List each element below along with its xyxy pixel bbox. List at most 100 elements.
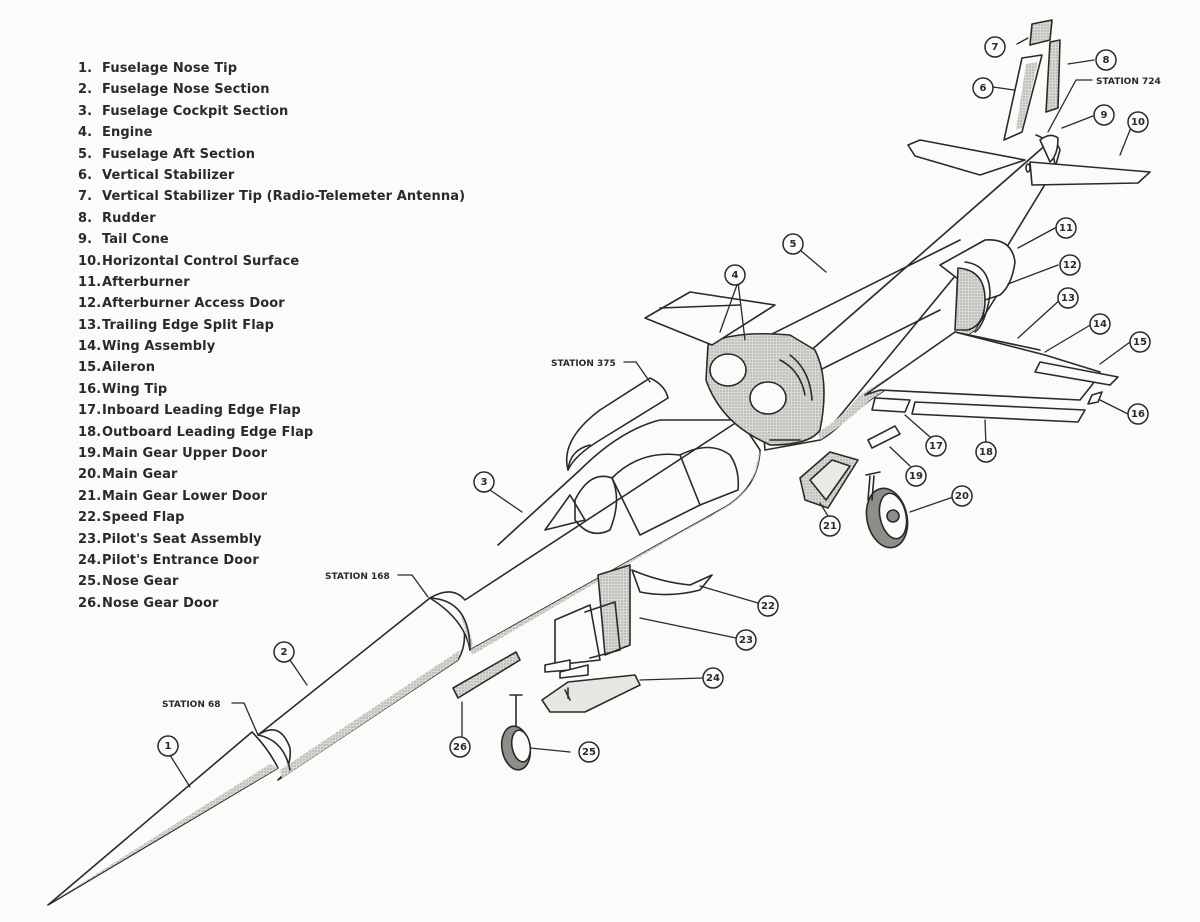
leader-lines [167, 37, 1133, 788]
callout-bubble [972, 77, 994, 99]
part-number: 23. [78, 531, 102, 547]
main-gear-upper-door [867, 425, 901, 449]
part-label: Trailing Edge Split Flap [102, 317, 275, 333]
part-label: Aileron [102, 360, 156, 376]
part-number: 14. [78, 339, 102, 355]
horizontal-control-surface-left [907, 139, 1026, 176]
horizontal-control-surface [1029, 161, 1151, 186]
part-number: 25. [78, 574, 102, 590]
part-number: 13. [78, 317, 102, 333]
part-number: 9. [78, 232, 93, 248]
part-number: 24. [78, 552, 102, 568]
tail-cone [1039, 134, 1059, 163]
part-label: Main Gear [102, 467, 178, 483]
callout-bubble [449, 736, 471, 758]
nose-gear-door [452, 651, 521, 699]
part-label: Vertical Stabilizer Tip (Radio-Telemeter… [102, 189, 466, 205]
rudder [1045, 39, 1061, 113]
nose-gear [500, 694, 532, 771]
part-number: 5. [78, 146, 93, 162]
part-number: 22. [78, 510, 102, 526]
pilots-seat-assembly [544, 564, 631, 679]
callout-number: 19 [909, 471, 923, 482]
part-label: Speed Flap [102, 510, 185, 526]
callout-number: 17 [929, 441, 943, 452]
parts-list-item: 13.Trailing Edge Split Flap [78, 315, 465, 336]
part-label: Inboard Leading Edge Flap [102, 403, 301, 419]
callout-number: 9 [1101, 110, 1108, 121]
callout-bubble [975, 441, 997, 463]
part-number: 20. [78, 467, 102, 483]
vertical-stabilizer-tip [1029, 19, 1053, 46]
main-gear [865, 471, 909, 549]
parts-list-item: 24.Pilot's Entrance Door [78, 550, 465, 571]
part-number: 10. [78, 253, 102, 269]
main-gear-lower-door [799, 451, 859, 509]
part-label: Rudder [102, 210, 156, 226]
parts-list-item: 3. Fuselage Cockpit Section [78, 101, 465, 122]
parts-list-item: 17.Inboard Leading Edge Flap [78, 400, 465, 421]
part-label: Fuselage Cockpit Section [102, 103, 289, 119]
callout-bubble [1095, 49, 1117, 71]
part-number: 1. [78, 61, 93, 76]
part-label: Outboard Leading Edge Flap [102, 424, 314, 440]
parts-list: 1. Fuselage Nose Tip 2. Fuselage Nose Secti… [78, 58, 465, 614]
callout-bubble [782, 233, 804, 255]
callout-number: 4 [732, 270, 739, 281]
callout-number: 3 [481, 477, 488, 488]
part-label: Main Gear Upper Door [102, 446, 268, 462]
wing-tip [1087, 391, 1103, 405]
part-label: Wing Assembly [102, 339, 216, 355]
callout-bubble [1129, 331, 1151, 353]
callout-bubble [702, 667, 724, 689]
parts-list-item: 22.Speed Flap [78, 507, 465, 528]
parts-list-item: 15.Aileron [78, 357, 465, 378]
callout-number: 26 [453, 742, 467, 753]
part-label: Pilot's Entrance Door [102, 552, 259, 568]
part-label: Fuselage Nose Section [102, 82, 270, 98]
parts-list-item: 5.Fuselage Aft Section [78, 144, 465, 165]
callout-bubble [1127, 111, 1149, 133]
parts-list-item: 4.Engine [78, 122, 465, 143]
part-label: Pilot's Seat Assembly [102, 531, 262, 547]
parts-list-item: 14.Wing Assembly [78, 336, 465, 357]
callout-number: 24 [706, 673, 720, 684]
part-number: 6. [78, 167, 93, 183]
callout-number: 14 [1093, 319, 1107, 330]
station-168-label: STATION 168 [325, 572, 390, 582]
part-number: 7. [78, 189, 93, 205]
part-number: 11. [78, 274, 102, 290]
callout-bubble [273, 641, 295, 663]
parts-list-item: 1. Fuselage Nose Tip [78, 58, 465, 79]
callout-bubble [951, 485, 973, 507]
fuselage-cockpit-section [429, 377, 761, 655]
callout-number: 23 [739, 635, 753, 646]
part-number: 3. [78, 103, 93, 119]
part-number: 21. [78, 488, 102, 504]
fuselage-nose-tip [47, 731, 279, 906]
part-number: 4. [78, 125, 93, 141]
callout-number: 6 [980, 83, 987, 94]
engine [705, 332, 825, 446]
callout-bubble [1059, 254, 1081, 276]
callout-number: 16 [1131, 409, 1145, 420]
pilots-entrance-door [541, 674, 641, 713]
callout-bubble [724, 264, 746, 286]
parts-list-item: 20.Main Gear [78, 464, 465, 485]
part-number: 8. [78, 210, 93, 226]
callout-number: 5 [790, 239, 797, 250]
callouts: 1234567891011121314151617181920212223242… [157, 36, 1151, 763]
parts-list-item: 19.Main Gear Upper Door [78, 443, 465, 464]
callout-number: 25 [582, 747, 596, 758]
callout-number: 22 [761, 601, 775, 612]
callout-number: 21 [823, 521, 837, 532]
callout-number: 13 [1061, 293, 1075, 304]
part-number: 2. [78, 82, 93, 98]
part-label: Fuselage Nose Tip [102, 61, 238, 76]
part-label: Wing Tip [102, 381, 168, 397]
callout-bubble [473, 471, 495, 493]
callout-number: 15 [1133, 337, 1147, 348]
parts-list-item: 18.Outboard Leading Edge Flap [78, 422, 465, 443]
callout-bubble [157, 735, 179, 757]
